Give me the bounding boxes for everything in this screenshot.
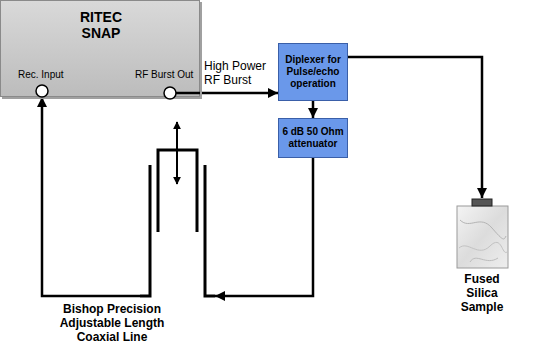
process-box: 6 dB 50 Ohm attenuator (278, 118, 348, 158)
port-connector (36, 85, 48, 97)
port-connector (164, 87, 176, 99)
marble-vein (459, 242, 507, 252)
sample-illustration (457, 199, 508, 268)
adjust-arrow (176, 122, 178, 184)
process-box: Diplexer for Pulse/echo operation (278, 43, 348, 101)
trombone-line (140, 122, 215, 296)
outer-tube (205, 165, 215, 296)
signal-connector (312, 101, 315, 118)
signal-connector (200, 92, 278, 95)
marble-vein (460, 220, 506, 239)
node-label: 6 dB 50 Ohm attenuator (282, 126, 344, 150)
marble-vein (470, 258, 498, 262)
port-label: Rec. Input (18, 69, 64, 80)
edge-label: High Power RF Burst (204, 59, 276, 87)
transducer (472, 199, 492, 206)
node-label: Bishop Precision Adjustable Length Coaxi… (52, 302, 172, 344)
instrument-box: RITEC SNAP Rec. Input RF Burst Out (0, 0, 200, 97)
instrument-title: RITEC SNAP (66, 9, 136, 41)
signal-connector (348, 57, 482, 198)
coax-line-node: Bishop Precision Adjustable Length Coaxi… (140, 118, 215, 300)
port-stub (176, 92, 200, 95)
node-label: Fused Silica Sample (452, 272, 512, 314)
signal-connector (215, 158, 313, 296)
silica-block (457, 206, 508, 268)
node-label: Diplexer for Pulse/echo operation (282, 54, 344, 90)
signal-connector (42, 97, 140, 296)
port-label: RF Burst Out (135, 69, 193, 80)
sample-node: Fused Silica Sample (455, 198, 510, 270)
outer-tube (140, 165, 150, 296)
